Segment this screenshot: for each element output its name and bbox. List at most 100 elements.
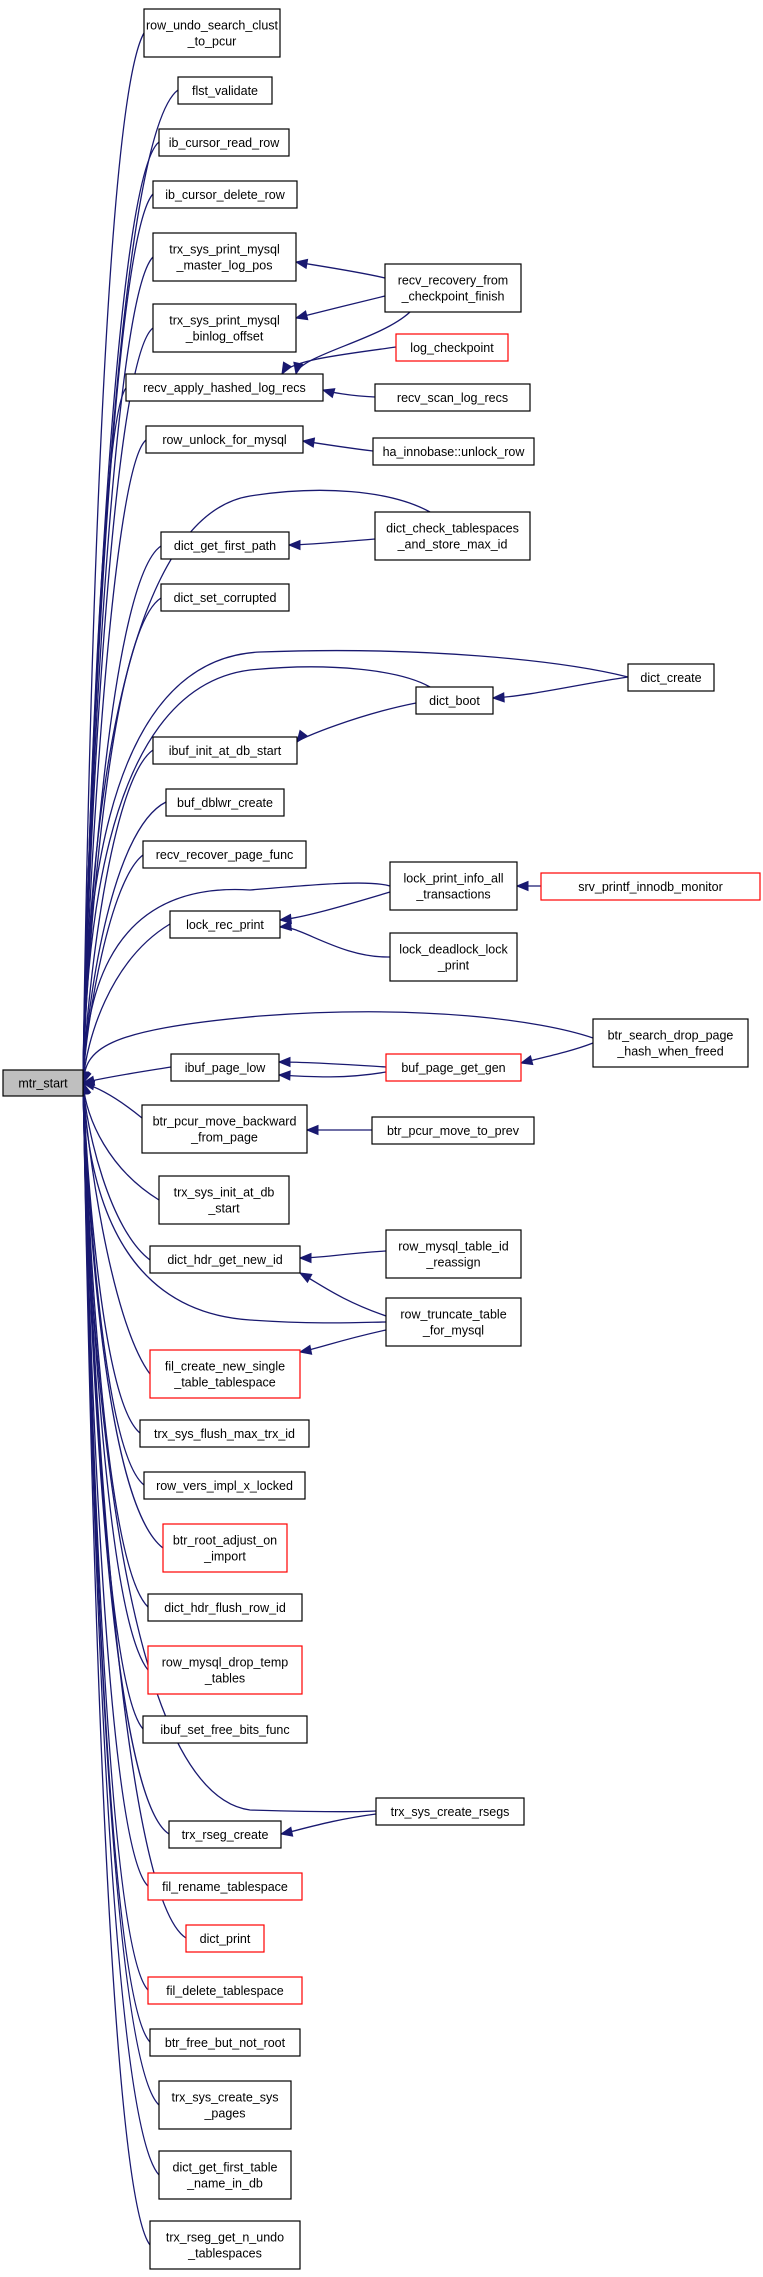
node-trx-sys-print-mysql-master-log-pos[interactable]: trx_sys_print_mysql_master_log_pos xyxy=(152,232,297,282)
node-recv-scan-log-recs[interactable]: recv_scan_log_recs xyxy=(374,383,531,412)
node-ibuf-set-free-bits-func[interactable]: ibuf_set_free_bits_func xyxy=(142,1715,308,1744)
edge-line xyxy=(82,1082,151,2246)
edge-0 xyxy=(294,258,386,279)
node-trx-sys-flush-max-trx-id[interactable]: trx_sys_flush_max_trx_id xyxy=(139,1419,310,1448)
node-label: fil_create_new_single xyxy=(165,1360,285,1374)
node-lock-rec-print[interactable]: lock_rec_print xyxy=(169,910,281,939)
node-box xyxy=(147,1593,303,1622)
node-buf-page-get-gen[interactable]: buf_page_get_gen xyxy=(385,1053,522,1082)
node-label: recv_recover_page_func xyxy=(156,848,294,862)
node-ha-innobase-unlock-row[interactable]: ha_innobase::unlock_row xyxy=(372,437,535,466)
node-btr-pcur-move-backward-from-page[interactable]: btr_pcur_move_backward_from_page xyxy=(141,1104,308,1154)
node-flst-validate[interactable]: flst_validate xyxy=(177,76,273,105)
node-dict-get-first-table-name-in-db[interactable]: dict_get_first_table_name_in_db xyxy=(158,2150,292,2200)
arrowhead xyxy=(298,1252,312,1264)
node-label: flst_validate xyxy=(192,84,258,98)
node-mtr-start[interactable]: mtr_start xyxy=(2,1069,84,1097)
node-label: ha_innobase::unlock_row xyxy=(383,445,526,459)
node-trx-sys-print-mysql-binlog-offset[interactable]: trx_sys_print_mysql_binlog_offset xyxy=(152,303,297,353)
node-box xyxy=(142,840,307,869)
edge-line xyxy=(82,1082,151,1375)
edge-4 xyxy=(321,388,376,399)
node-recv-apply-hashed-log-recs[interactable]: recv_apply_hashed_log_recs xyxy=(125,373,324,402)
node-box xyxy=(142,1715,308,1744)
node-ibuf-init-at-db-start[interactable]: ibuf_init_at_db_start xyxy=(152,736,298,765)
node-box xyxy=(139,1419,310,1448)
node-fil-delete-tablespace[interactable]: fil_delete_tablespace xyxy=(147,1976,303,2005)
node-box xyxy=(152,232,297,282)
node-box xyxy=(152,303,297,353)
node-label: btr_pcur_move_to_prev xyxy=(387,1124,520,1138)
node-box xyxy=(143,8,281,58)
node-trx-sys-init-at-db-start[interactable]: trx_sys_init_at_db_start xyxy=(158,1175,290,1225)
node-buf-dblwr-create[interactable]: buf_dblwr_create xyxy=(165,788,285,817)
node-recv-recover-page-func[interactable]: recv_recover_page_func xyxy=(142,840,307,869)
node-box xyxy=(141,1104,308,1154)
edge-line xyxy=(299,1329,387,1353)
node-dict-hdr-get-new-id[interactable]: dict_hdr_get_new_id xyxy=(149,1245,301,1274)
edge-line xyxy=(299,1272,387,1317)
node-trx-rseg-create[interactable]: trx_rseg_create xyxy=(168,1820,282,1849)
node-row-undo-search-clust-to-pcur[interactable]: row_undo_search_clust_to_pcur xyxy=(143,8,281,58)
node-dict-boot[interactable]: dict_boot xyxy=(415,686,494,715)
node-label: dict_hdr_flush_row_id xyxy=(164,1601,286,1615)
node-box xyxy=(158,2080,292,2130)
node-dict-print[interactable]: dict_print xyxy=(185,1924,265,1953)
node-lock-deadlock-lock-print[interactable]: lock_deadlock_lock_print xyxy=(389,932,518,982)
node-row-mysql-table-id-reassign[interactable]: row_mysql_table_id_reassign xyxy=(385,1229,522,1279)
node-fil-rename-tablespace[interactable]: fil_rename_tablespace xyxy=(147,1872,303,1901)
edge-14 xyxy=(277,1070,387,1081)
node-srv-printf-innodb-monitor[interactable]: srv_printf_innodb_monitor xyxy=(540,872,761,901)
edge-3 xyxy=(281,346,397,376)
node-dict-set-corrupted[interactable]: dict_set_corrupted xyxy=(160,583,290,612)
node-trx-sys-create-rsegs[interactable]: trx_sys_create_rsegs xyxy=(375,1797,525,1826)
node-btr-root-adjust-on-import[interactable]: btr_root_adjust_on_import xyxy=(162,1523,288,1573)
edge-line xyxy=(82,649,629,1084)
node-box xyxy=(147,1645,303,1695)
edge-line xyxy=(279,926,391,958)
node-label: fil_delete_tablespace xyxy=(166,1984,283,1998)
node-label: dict_get_first_path xyxy=(174,539,276,553)
node-label: _import xyxy=(203,1550,246,1564)
node-btr-pcur-move-to-prev[interactable]: btr_pcur_move_to_prev xyxy=(371,1116,535,1145)
edge-line xyxy=(82,1082,160,1201)
node-label: lock_print_info_all xyxy=(403,872,503,886)
node-dict-get-first-path[interactable]: dict_get_first_path xyxy=(160,531,290,560)
edge-n17-to-n0 xyxy=(79,666,431,1085)
node-label: row_truncate_table xyxy=(400,1308,506,1322)
node-row-vers-impl-x-locked[interactable]: row_vers_impl_x_locked xyxy=(143,1471,306,1500)
edge-n7-to-n0 xyxy=(78,327,154,1085)
node-label: _binlog_offset xyxy=(185,330,264,344)
node-label: trx_sys_init_at_db xyxy=(174,1186,275,1200)
node-recv-recovery-from-checkpoint-finish[interactable]: recv_recovery_from_checkpoint_finish xyxy=(384,263,522,313)
node-dict-check-tablespaces-and-store-max-id[interactable]: dict_check_tablespaces_and_store_max_id xyxy=(374,511,531,561)
node-fil-create-new-single-table-tablespace[interactable]: fil_create_new_single_table_tablespace xyxy=(149,1349,301,1399)
node-label: ibuf_init_at_db_start xyxy=(169,744,282,758)
node-row-unlock-for-mysql[interactable]: row_unlock_for_mysql xyxy=(145,425,304,454)
node-box xyxy=(147,1976,303,2005)
node-dict-hdr-flush-row-id[interactable]: dict_hdr_flush_row_id xyxy=(147,1593,303,1622)
node-log-checkpoint[interactable]: log_checkpoint xyxy=(395,333,509,362)
node-label: _hash_when_freed xyxy=(616,1045,723,1059)
arrowhead xyxy=(81,1080,96,1091)
arrowhead xyxy=(305,1124,319,1136)
arrowhead xyxy=(287,539,301,551)
node-ib-cursor-read-row[interactable]: ib_cursor_read_row xyxy=(158,128,290,157)
node-row-mysql-drop-temp-tables[interactable]: row_mysql_drop_temp_tables xyxy=(147,1645,303,1695)
node-lock-print-info-all-transactions[interactable]: lock_print_info_all_transactions xyxy=(389,861,518,911)
node-box xyxy=(158,2150,292,2200)
edge-line xyxy=(82,489,431,1084)
node-btr-free-but-not-root[interactable]: btr_free_but_not_root xyxy=(149,2028,301,2057)
node-row-truncate-table-for-mysql[interactable]: row_truncate_table_for_mysql xyxy=(385,1297,522,1347)
node-trx-rseg-get-n-undo-tablespaces[interactable]: trx_rseg_get_n_undo_tablespaces xyxy=(149,2220,301,2270)
node-dict-create[interactable]: dict_create xyxy=(627,663,715,692)
node-ib-cursor-delete-row[interactable]: ib_cursor_delete_row xyxy=(152,180,298,209)
node-ibuf-page-low[interactable]: ibuf_page_low xyxy=(170,1053,280,1082)
node-label: _master_log_pos xyxy=(176,259,273,273)
node-btr-search-drop-page-hash-when-freed[interactable]: btr_search_drop_page_hash_when_freed xyxy=(592,1018,749,1068)
node-label: dict_boot xyxy=(429,694,480,708)
node-box xyxy=(170,1053,280,1082)
edge-line xyxy=(82,327,154,1084)
node-trx-sys-create-sys-pages[interactable]: trx_sys_create_sys_pages xyxy=(158,2080,292,2130)
node-box xyxy=(389,861,518,911)
